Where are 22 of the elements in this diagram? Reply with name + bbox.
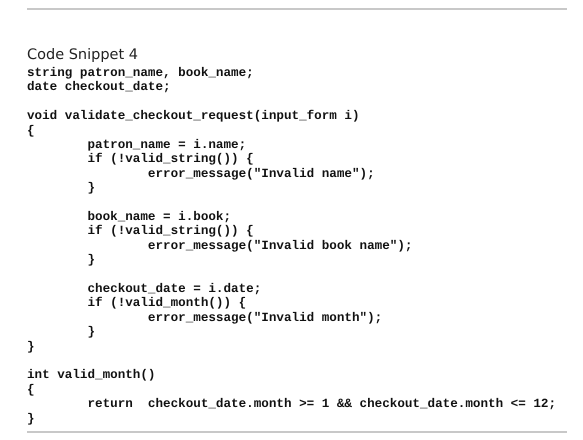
code-line: if (!valid_string()) { <box>86 152 254 167</box>
code-line: if (!valid_string()) { <box>86 224 254 239</box>
code-line: error_message("Invalid name"); <box>146 166 375 182</box>
code-line: error_message("Invalid book name"); <box>146 238 412 254</box>
code-line: return checkout_date.month >= 1 && checkout_date.month <= 12; <box>86 397 556 412</box>
code-line: { <box>27 382 35 398</box>
code-line: } <box>27 412 35 426</box>
code-line: book_name = i.book; <box>86 210 232 224</box>
snippet-title: Code Snippet 4 <box>27 47 138 63</box>
code-line: if (!valid_month()) { <box>86 296 246 311</box>
code-line: checkout_date = i.date; <box>86 282 262 296</box>
code-line: { <box>27 124 35 138</box>
code-line: date checkout_date; <box>27 80 171 95</box>
code-line: patron_name = i.name; <box>86 138 246 152</box>
code-line: int valid_month() <box>27 368 156 383</box>
code-line: string patron_name, book_name; <box>27 66 254 80</box>
code-line: } <box>27 340 35 354</box>
code-line: } <box>86 325 96 340</box>
code-line: } <box>86 181 96 196</box>
code-line: error_message("Invalid month"); <box>146 310 382 326</box>
code-line: void validate_checkout_request(input_form i) <box>27 109 360 124</box>
code-line: } <box>86 253 96 268</box>
